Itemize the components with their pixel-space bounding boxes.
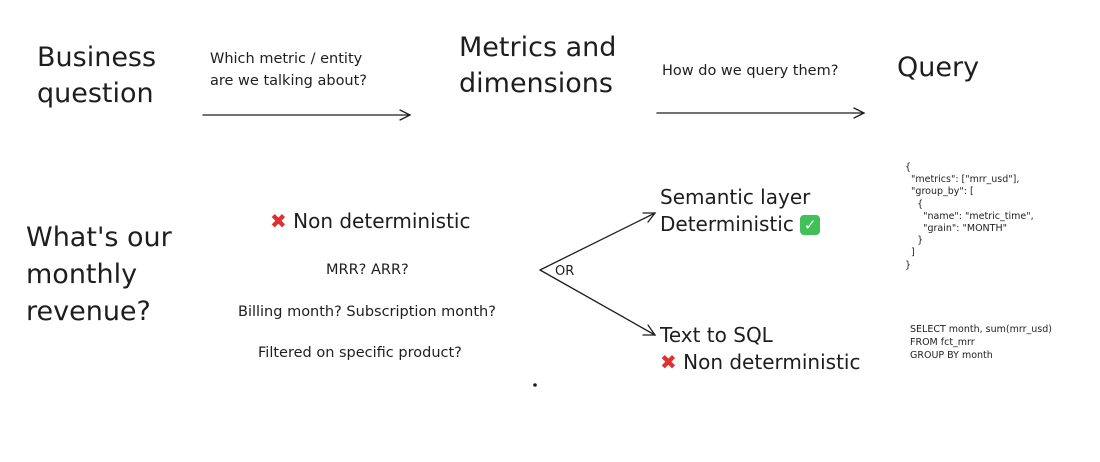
ambiguity-question: Billing month? Subscription month? [238, 304, 496, 320]
cross-icon: ✖ [270, 209, 287, 233]
arrow-label-how-query: How do we query them? [662, 63, 839, 79]
arrow-metrics-to-query [656, 107, 866, 119]
ambiguity-question: MRR? ARR? [326, 262, 409, 278]
text-to-sql-option: Text to SQL✖ Non deterministic [660, 323, 861, 374]
ambiguity-title: ✖ Non deterministic [270, 209, 471, 233]
branch-or-label: OR [555, 264, 575, 279]
arrow-business-to-metrics [202, 109, 412, 121]
semantic-layer-json-query: { "metrics": ["mrr_usd"], "group_by": [ … [905, 162, 1034, 271]
stray-dot [533, 383, 537, 387]
arrow-to-text-to-sql [539, 269, 657, 336]
arrow-to-semantic-layer [539, 212, 657, 271]
check-icon: ✓ [800, 215, 821, 235]
cross-icon: ✖ [660, 350, 677, 374]
step-query: Query [897, 52, 980, 83]
ambiguity-question: Filtered on specific product? [258, 345, 462, 361]
